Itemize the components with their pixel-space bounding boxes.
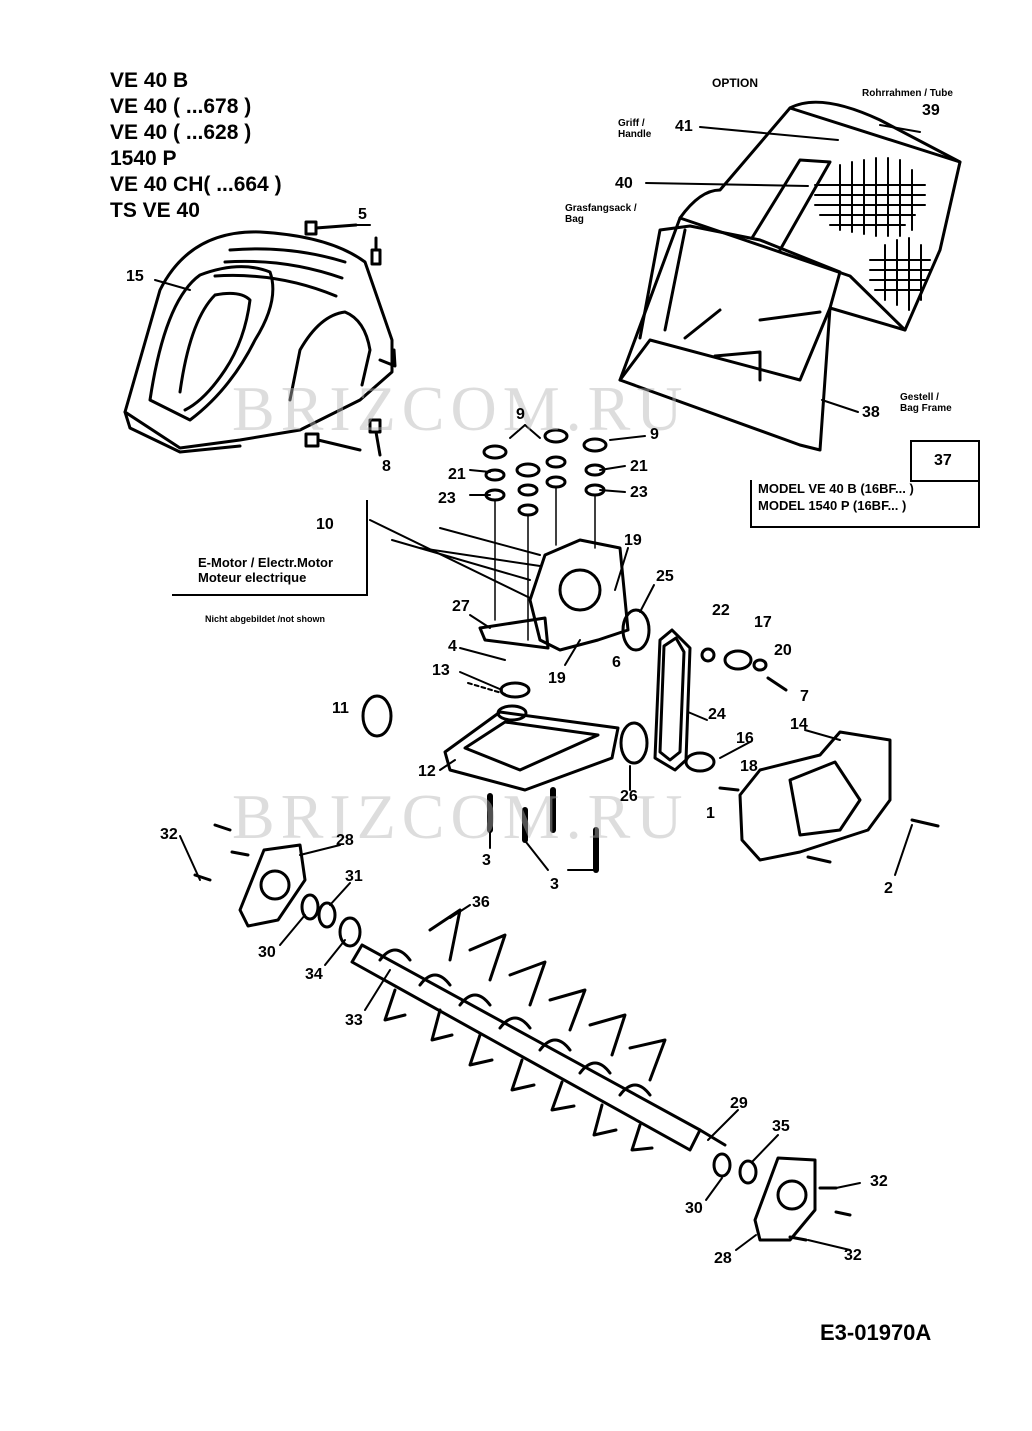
model-line: TS VE 40 bbox=[110, 199, 200, 222]
part-number-label: 30 bbox=[685, 1200, 703, 1217]
part-number-label: 15 bbox=[126, 268, 144, 285]
part-box-37: 37 bbox=[910, 440, 980, 482]
leader-lines bbox=[154, 224, 913, 1251]
model-list: VE 40 B VE 40 ( ...678 ) VE 40 ( ...628 … bbox=[110, 68, 282, 224]
bag-handle-label: Griff / Handle bbox=[618, 118, 652, 140]
part-number-label: 3 bbox=[550, 876, 559, 893]
option-label: OPTION bbox=[712, 76, 759, 90]
part-number-label: 16 bbox=[736, 730, 754, 747]
left-bearing-drawing bbox=[193, 823, 362, 948]
part-number-label: 41 bbox=[675, 118, 693, 135]
part-number-label: 22 bbox=[712, 602, 730, 619]
model-line: VE 40 B bbox=[110, 69, 189, 92]
part-number-label: 18 bbox=[740, 758, 758, 775]
bag-frame-label: Gestell / Bag Frame bbox=[900, 392, 952, 414]
retaining-ring-drawing bbox=[361, 694, 393, 738]
motor-cover-drawing bbox=[123, 230, 397, 454]
model-line: VE 40 ( ...678 ) bbox=[110, 95, 252, 118]
part-number-label: 19 bbox=[548, 670, 566, 687]
motor-part-number: 10 bbox=[316, 516, 334, 533]
part-number-label: 9 bbox=[516, 406, 525, 423]
part-number-label: 38 bbox=[862, 404, 880, 421]
model-line: 1540 P bbox=[110, 147, 177, 170]
part-number-label: 26 bbox=[620, 788, 638, 805]
part-number-label: 12 bbox=[418, 763, 436, 780]
watermark: BRIZCOM.RU bbox=[232, 373, 689, 444]
part-number-label: 14 bbox=[790, 716, 808, 733]
part-number-label: 28 bbox=[336, 832, 354, 849]
part-number-label: 13 bbox=[432, 662, 450, 679]
motor-box bbox=[172, 500, 368, 596]
part-number-label: 34 bbox=[305, 966, 323, 983]
roller-shaft-drawing bbox=[350, 908, 758, 1185]
part-number-label: 28 bbox=[714, 1250, 732, 1267]
part-number-label: 29 bbox=[730, 1095, 748, 1112]
belt-pulleys-drawing bbox=[619, 608, 788, 792]
part-number-label: 1 bbox=[706, 805, 715, 822]
part-number-label: 23 bbox=[630, 484, 648, 501]
part-number-label: 9 bbox=[650, 426, 659, 443]
part-number-label: 19 bbox=[624, 532, 642, 549]
part-number-label: 7 bbox=[800, 688, 809, 705]
not-shown-note: Nicht abgebildet /not shown bbox=[205, 614, 325, 624]
part-number-label: 24 bbox=[708, 706, 726, 723]
part-number-label: 11 bbox=[332, 700, 349, 717]
model-box-line: MODEL 1540 P (16BF... ) bbox=[758, 498, 907, 513]
part-number-label: 39 bbox=[922, 102, 940, 119]
part-number-label: 21 bbox=[448, 466, 466, 483]
model-line: VE 40 ( ...628 ) bbox=[110, 121, 252, 144]
motor-mount-drawing bbox=[369, 519, 630, 652]
document-code: E3-01970A bbox=[820, 1320, 932, 1345]
part-number-label: 21 bbox=[630, 458, 648, 475]
grass-bag-drawing bbox=[618, 100, 962, 452]
part-number-label: 35 bbox=[772, 1118, 790, 1135]
part-number-label: 36 bbox=[472, 894, 490, 911]
part-number-label: 6 bbox=[612, 654, 621, 671]
part-number-label: 33 bbox=[345, 1012, 363, 1029]
part-number-label: 3 bbox=[482, 852, 491, 869]
part-number-label: 5 bbox=[358, 206, 367, 223]
part-number-label: 20 bbox=[774, 642, 792, 659]
model-box: MODEL VE 40 B (16BF... ) MODEL 1540 P (1… bbox=[750, 480, 980, 528]
part-number-label: 32 bbox=[870, 1173, 888, 1190]
belt-cover-drawing bbox=[738, 730, 940, 864]
part-number-label: 17 bbox=[754, 614, 772, 631]
motor-label: E-Motor / Electr.Motor Moteur electrique bbox=[198, 555, 334, 585]
model-line: VE 40 CH( ...664 ) bbox=[110, 173, 282, 196]
part-number-label: 32 bbox=[160, 826, 178, 843]
part-number-label: 27 bbox=[452, 598, 470, 615]
part-number-label: 4 bbox=[448, 638, 457, 655]
part-number-label: 2 bbox=[884, 880, 893, 897]
bag-label: Grasfangsack / Bag bbox=[565, 203, 637, 225]
cover-screws-drawing bbox=[304, 220, 382, 457]
bag-mesh-pattern bbox=[814, 157, 931, 311]
model-box-line: MODEL VE 40 B (16BF... ) bbox=[758, 481, 914, 496]
base-frame-drawing bbox=[443, 681, 620, 873]
part-number-label: 31 bbox=[345, 868, 363, 885]
part-number-label: 25 bbox=[656, 568, 674, 585]
watermark: BRIZCOM.RU bbox=[232, 781, 689, 852]
part-number-label: 32 bbox=[844, 1247, 862, 1264]
part-number-label: 23 bbox=[438, 490, 456, 507]
part-number-label: 30 bbox=[258, 944, 276, 961]
right-bearing-drawing bbox=[753, 1156, 852, 1242]
part-number-label: 40 bbox=[615, 175, 633, 192]
bag-tube-label: Rohrrahmen / Tube bbox=[862, 88, 953, 99]
part-number-label: 8 bbox=[382, 458, 391, 475]
